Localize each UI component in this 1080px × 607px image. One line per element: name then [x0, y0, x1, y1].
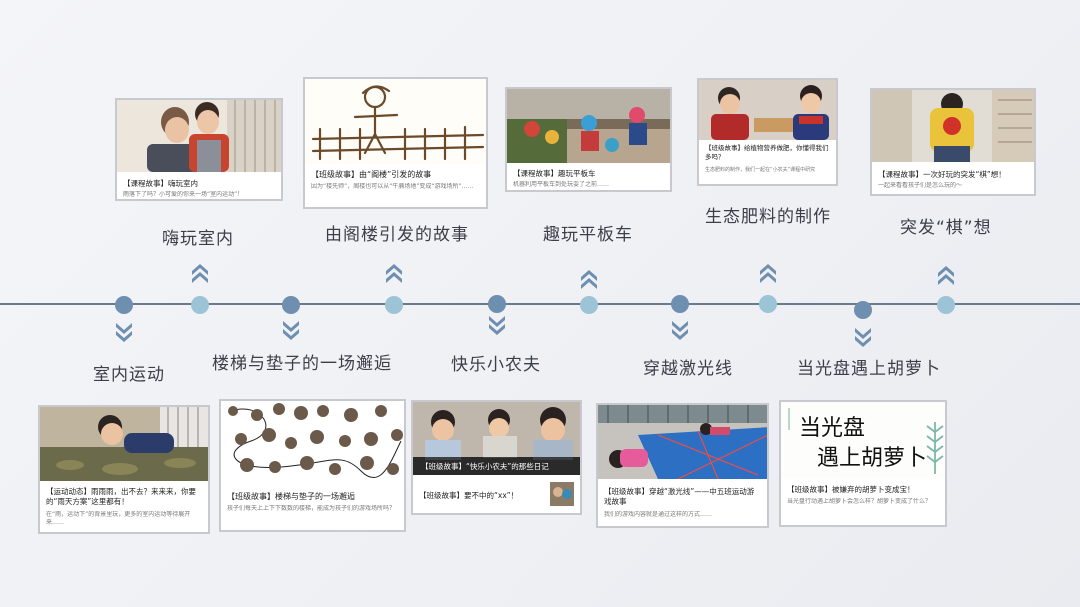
timeline-node [671, 295, 689, 313]
event-label: 生态肥料的制作 [705, 207, 831, 227]
card-desc: 在“雨，运动下”的背景里玩，更多的室内运动等待展开来…… [46, 511, 191, 526]
event-label: 楼梯与垫子的一场邂逅 [212, 354, 392, 374]
card-photo [413, 402, 580, 475]
card-caption: 【班级故事】“快乐小农夫”的那些日记 [421, 462, 549, 471]
event-label: 趣玩平板车 [543, 225, 633, 245]
chevron-down-icon [670, 320, 690, 342]
timeline-axis [0, 303, 1080, 305]
chevron-down-icon [114, 322, 134, 344]
chevron-up-icon [936, 264, 956, 286]
timeline-node [854, 301, 872, 319]
card-title: 【班级故事】由“阁楼”引发的故事 [311, 170, 432, 179]
timeline-node [191, 296, 209, 314]
event-label: 快乐小农夫 [451, 355, 541, 375]
chevron-down-icon [487, 315, 507, 337]
timeline-node [282, 296, 300, 314]
card-desc: 我们的游戏内容就是通过这样的方式…… [604, 511, 713, 518]
event-label: 突发“棋”想 [900, 218, 992, 238]
timeline-node [385, 296, 403, 314]
card-title: 【课程故事】一次好玩的突发“棋”想！ [878, 170, 1006, 179]
story-card[interactable]: 【班级故事】给植物营养做肥，你懂得我们多吗？ 生态肥料的制作，我们一起在“小农夫… [697, 78, 838, 186]
card-desc: 生态肥料的制作，我们一起在“小农夫”课程中研究 [705, 167, 816, 173]
chevron-up-icon [190, 262, 210, 284]
card-desc: 当光盘行动遇上胡萝卜会怎么样？胡萝卜变成了什么？ [787, 498, 932, 505]
card-desc: 机器利用平板车到处玩耍了之前…… [513, 181, 610, 188]
event-label: 由阁楼引发的故事 [325, 225, 469, 245]
chevron-up-icon [579, 268, 599, 290]
story-card[interactable]: 【班级故事】“快乐小农夫”的那些日记 【班级故事】要不中的“xx”！ [411, 400, 582, 515]
card-photo [117, 100, 281, 172]
card-thumbnail [550, 482, 574, 506]
story-card[interactable]: 【运动动态】雨雨雨，出不去？来来来，你要的“雨天方案”这里都有！ 在“雨，运动下… [38, 405, 210, 534]
story-card[interactable]: 【班级故事】穿越“激光线”——中五班运动游戏故事 我们的游戏内容就是通过这样的方… [596, 403, 769, 528]
card-photo [507, 89, 670, 163]
handwritten-title-line1: 当光盘 [799, 416, 866, 441]
chevron-up-icon [758, 262, 778, 284]
card-desc: 孩子们每天上上下下数数的楼梯，能成为孩子们的游戏场所吗？ [227, 505, 396, 512]
story-card[interactable]: 【课程故事】嗨玩室内 雨落下了吗？小可爱的你来一场“室内运动”！ [115, 98, 283, 201]
card-photo [221, 401, 404, 483]
chevron-down-icon [853, 327, 873, 349]
card-title: 【班级故事】楼梯与垫子的一场邂逅 [227, 492, 355, 501]
timeline-node [759, 295, 777, 313]
story-card[interactable]: 【课程故事】一次好玩的突发“棋”想！ 一起来看看孩子们是怎么玩的～ [870, 88, 1036, 196]
card-title: 【运动动态】雨雨雨，出不去？来来来，你要的“雨天方案”这里都有！ [46, 487, 196, 506]
story-card[interactable]: 【班级故事】楼梯与垫子的一场邂逅 孩子们每天上上下下数数的楼梯，能成为孩子们的游… [219, 399, 406, 532]
event-label: 当光盘遇上胡萝卜 [797, 359, 941, 379]
event-label: 室内运动 [93, 365, 165, 385]
timeline-node [488, 295, 506, 313]
card-title: 【班级故事】要不中的“xx”！ [419, 491, 519, 500]
card-title: 【课程故事】嗨玩室内 [123, 179, 198, 188]
card-desc: 因为“楼先师”，阁楼也可以从“牛腩场地”变成“游戏场所”…… [311, 183, 474, 190]
timeline-node [580, 296, 598, 314]
timeline-node [937, 296, 955, 314]
chevron-up-icon [384, 262, 404, 284]
card-title: 【课程故事】趣玩平板车 [513, 169, 596, 178]
story-card[interactable]: 【班级故事】由“阁楼”引发的故事 因为“楼先师”，阁楼也可以从“牛腩场地”变成“… [303, 77, 488, 209]
event-label: 嗨玩室内 [162, 229, 234, 249]
card-photo [305, 79, 486, 164]
card-photo: 当光盘 遇上胡萝卜 [781, 402, 945, 478]
event-label: 穿越激光线 [643, 359, 733, 379]
timeline-node [115, 296, 133, 314]
card-photo [40, 407, 208, 481]
card-desc: 一起来看看孩子们是怎么玩的～ [878, 182, 963, 189]
card-title: 【班级故事】被嫌弃的胡萝卜变成宝！ [787, 485, 915, 494]
card-photo [872, 90, 1034, 162]
card-title: 【班级故事】给植物营养做肥，你懂得我们多吗？ [705, 144, 829, 161]
card-photo [598, 405, 767, 479]
card-desc: 雨落下了吗？小可爱的你来一场“室内运动”！ [123, 191, 244, 198]
card-title: 【班级故事】穿越“激光线”——中五班运动游戏故事 [604, 487, 755, 506]
story-card[interactable]: 【课程故事】趣玩平板车 机器利用平板车到处玩耍了之前…… [505, 87, 672, 192]
card-photo [699, 80, 836, 140]
chevron-down-icon [281, 320, 301, 342]
story-card[interactable]: 当光盘 遇上胡萝卜 【班级故事】被嫌弃的胡萝卜变成宝！ 当光盘行动遇上胡萝卜会怎… [779, 400, 947, 527]
handwritten-title-line2: 遇上胡萝卜 [817, 446, 928, 471]
